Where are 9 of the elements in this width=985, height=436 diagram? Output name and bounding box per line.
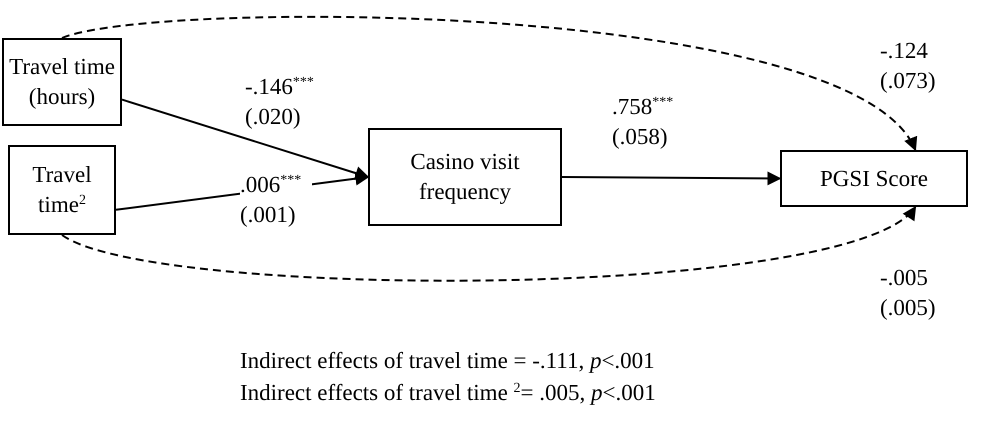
mediator-box: Casino visit frequency <box>368 128 562 226</box>
variable-box: Travel time$^{2}$ <box>8 145 116 235</box>
arrow <box>122 98 370 180</box>
variable-box: Travel time (hours) <box>2 38 122 126</box>
note-text: Indirect effects of travel time $^{2}$= .005, p<.001 <box>240 380 656 406</box>
note-text: Indirect effects of travel time = -.111, p<.001 <box>240 348 655 374</box>
arrow <box>562 171 782 186</box>
outcome-box: PGSI Score <box>780 150 968 207</box>
dashed-arrow <box>62 16 916 152</box>
